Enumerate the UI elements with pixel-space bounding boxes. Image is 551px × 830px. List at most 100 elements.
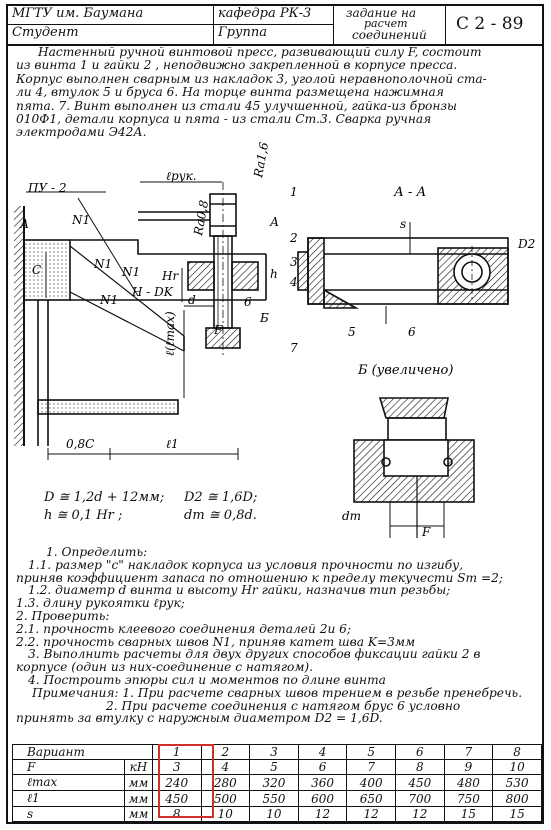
label-5: 5 — [348, 325, 356, 339]
desc-line: Настенный ручной винтовой пресс, развива… — [38, 45, 482, 59]
param-name: ℓmax — [12, 774, 125, 791]
label-7: 7 — [290, 341, 298, 355]
university-cell: МГТУ им. Баумана — [8, 6, 214, 25]
table-cell: 8 — [151, 806, 202, 822]
table-cell: 15 — [443, 806, 494, 822]
task-list: 1. Определить: 1.1. размер "с" накладок … — [16, 546, 540, 725]
table-row: ℓmax мм 240 280 320 360 400 450 480 530 — [12, 774, 542, 791]
label-a-left: А — [19, 217, 29, 231]
task-line: 2. При расчете соединения с натягом брус… — [106, 699, 461, 713]
task-line: корпусе (один из них-соединение с натяго… — [16, 661, 314, 674]
formula-h: h ≅ 0,1 Hr ; — [44, 508, 123, 523]
table-cell: 12 — [346, 806, 396, 822]
table-cell: 5 — [249, 759, 299, 775]
label-n1-b: N1 — [93, 257, 112, 271]
param-unit: кН — [124, 759, 153, 775]
variant-number: 7 — [443, 744, 494, 760]
label-3: 3 — [290, 255, 298, 269]
table-cell: 6 — [297, 759, 348, 775]
label-f: F — [213, 323, 223, 337]
student-cell: Студент — [8, 25, 214, 44]
variant-number: 8 — [492, 744, 542, 760]
task-line: 2. Проверить: — [16, 609, 110, 623]
detail-b — [353, 397, 475, 538]
table-cell: 10 — [492, 759, 542, 775]
department: кафедра РК-3 — [218, 6, 312, 21]
label-2: 2 — [289, 231, 298, 245]
variant-number: 5 — [346, 744, 396, 760]
label-4: 4 — [289, 275, 298, 289]
title-block: МГТУ им. Баумана Студент кафедра РК-3 Гр… — [8, 6, 542, 46]
task-line: 1.2. диаметр d винта и высоту Hr гайки, … — [28, 584, 451, 598]
table-cell: 700 — [395, 790, 445, 807]
selected-variant-highlight — [158, 744, 214, 818]
label-b-zoom: Б (увеличено) — [357, 363, 453, 378]
task-code: С 2 - 89 — [456, 14, 524, 34]
wall — [14, 206, 25, 446]
label-d2: D2 — [517, 237, 535, 251]
label-ra16: Ra1,6 — [251, 141, 271, 180]
label-lruk: ℓрук. — [166, 169, 197, 183]
group-label: Группа — [218, 25, 267, 40]
task-title-1: задание на — [346, 6, 417, 20]
label-pu2: ПУ - 2 — [27, 181, 66, 195]
label-s: s — [400, 217, 406, 231]
table-cell: 600 — [297, 790, 348, 807]
label-six: 6 — [244, 295, 252, 309]
formula-d2: D2 ≅ 1,6D; — [184, 490, 258, 505]
table-row: s мм 8 10 10 12 12 12 15 15 — [12, 806, 542, 822]
task-title-3: соединений — [352, 28, 427, 42]
table-cell: 450 — [395, 774, 445, 791]
variant-number: 4 — [297, 744, 348, 760]
param-unit: мм — [124, 790, 153, 807]
table-cell: 15 — [492, 806, 542, 822]
table-cell: 550 — [249, 790, 299, 807]
label-h: h — [270, 267, 278, 281]
label-b: Б — [259, 311, 269, 325]
variant-number: 6 — [395, 744, 445, 760]
desc-line: из винта 1 и гайки 2 , неподвижно закреп… — [16, 58, 458, 73]
task-line: 1.1. размер "с" накладок корпуса из усло… — [28, 558, 464, 572]
task-line: 3. Выполнить расчеты для двух других спо… — [28, 648, 481, 662]
task-description: Настенный ручной винтовой пресс, развива… — [16, 45, 536, 140]
label-6: 6 — [408, 325, 416, 339]
student-label: Студент — [12, 25, 79, 40]
label-dt: dт — [342, 509, 361, 523]
variant-header: Вариант — [12, 744, 153, 760]
table-cell: 400 — [346, 774, 396, 791]
label-n1-c: N1 — [121, 265, 140, 279]
table-cell: 650 — [346, 790, 396, 807]
department-cell: кафедра РК-3 — [214, 6, 334, 25]
label-d: d — [188, 293, 196, 307]
table-cell: 9 — [443, 759, 494, 775]
label-a-right: А — [269, 215, 279, 229]
task-line: приняв коэффициент запаса по отношению к… — [16, 571, 504, 585]
dim-08c: 0,8С — [66, 437, 94, 451]
table-row: F кН 3 4 5 6 7 8 9 10 — [12, 759, 542, 775]
table-cell: 360 — [297, 774, 348, 791]
desc-line: Корпус выполнен сварным из накладок 3, у… — [16, 71, 487, 86]
formula-d: D ≅ 1,2d + 12мм; — [44, 490, 165, 505]
desc-line: электродами Э42А. — [16, 125, 147, 140]
table-header-row: Вариант 1 2 3 4 5 6 7 8 — [12, 744, 542, 760]
desc-line: пята. 7. Винт выполнен из стали 45 улучш… — [16, 98, 457, 113]
table-cell: 530 — [492, 774, 542, 791]
table-cell: 10 — [249, 806, 299, 822]
table-cell: 12 — [297, 806, 348, 822]
table-cell: 800 — [492, 790, 542, 807]
task-line: 2.1. прочность клеевого соединения детал… — [16, 622, 352, 636]
label-1: 1 — [290, 185, 298, 199]
task-cell: задание на расчет соединений — [334, 6, 446, 44]
group-cell: Группа — [214, 25, 334, 44]
label-hdk: Н - DK — [131, 285, 174, 299]
screw-assembly — [138, 182, 259, 358]
table-row: ℓ1 мм 450 500 550 600 650 700 750 800 — [12, 790, 542, 807]
label-n1-d: N1 — [99, 293, 118, 307]
variants-table: Вариант 1 2 3 4 5 6 7 8 F кН 3 4 5 6 7 8… — [12, 744, 542, 822]
param-unit: мм — [124, 806, 153, 822]
param-name: F — [12, 759, 125, 775]
press-body-side — [23, 239, 267, 446]
label-lmax: ℓ(ℓmax) — [163, 311, 177, 356]
task-line: 1.3. длину рукоятки ℓрук; — [16, 597, 185, 610]
task-sheet: МГТУ им. Баумана Студент кафедра РК-3 Гр… — [6, 4, 544, 824]
